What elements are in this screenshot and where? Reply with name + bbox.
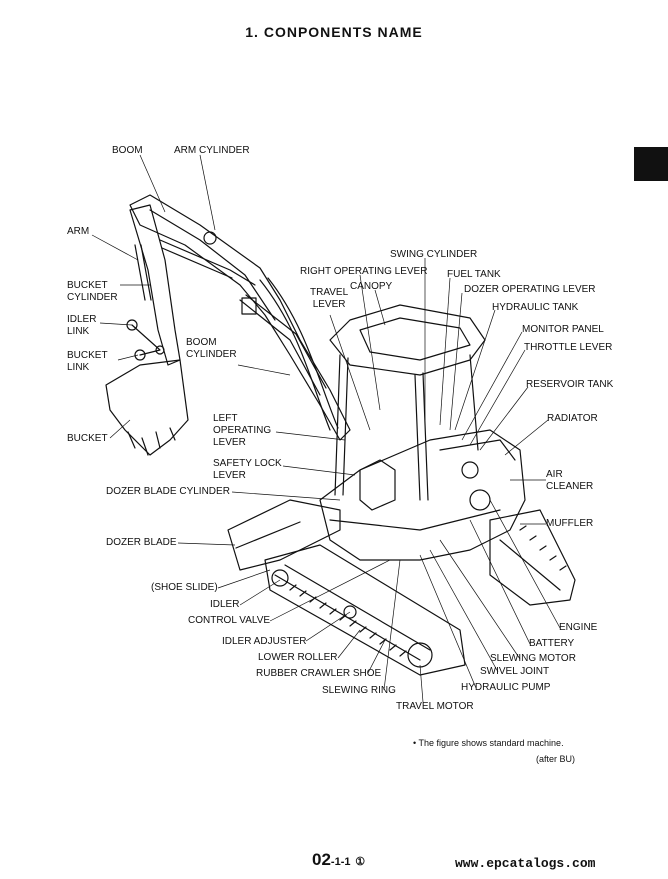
- dozer-blade-shape: [227, 499, 341, 571]
- label-air-cleaner: AIR CLEANER: [546, 469, 594, 492]
- page-revision: ①: [355, 856, 366, 868]
- label-boom-cylinder: BOOM CYLINDER: [186, 337, 237, 360]
- page-number: 02-1-1 ①: [312, 850, 365, 870]
- label-canopy: CANOPY: [350, 281, 393, 292]
- label-bucket: BUCKET: [67, 433, 108, 444]
- section-tab-marker: [634, 147, 668, 181]
- label-arm-cylinder: ARM CYLINDER: [174, 145, 250, 156]
- label-left-operating-lever: LEFT OPERATING LEVER: [213, 413, 272, 448]
- canopy-shape: [329, 304, 486, 376]
- label-dozer-blade: DOZER BLADE: [106, 537, 177, 548]
- label-bucket-link: BUCKET LINK: [67, 350, 108, 373]
- label-hydraulic-tank: HYDRAULIC TANK: [492, 302, 579, 313]
- label-radiator: RADIATOR: [547, 413, 598, 424]
- upper-structure: [319, 429, 526, 561]
- label-slewing-motor: SLEWING MOTOR: [490, 653, 576, 664]
- label-arm: ARM: [67, 226, 90, 237]
- label-reservoir-tank: RESERVOIR TANK: [526, 379, 614, 390]
- note-after-bu: (after BU): [536, 754, 576, 764]
- label-dozer-blade-cylinder: DOZER BLADE CYLINDER: [106, 486, 230, 497]
- label-right-operating-lever: RIGHT OPERATING LEVER: [300, 266, 428, 277]
- label-throttle-lever: THROTTLE LEVER: [524, 342, 613, 353]
- label-bucket-cylinder: BUCKET CYLINDER: [67, 280, 118, 303]
- page-number-sub: -1-1: [330, 856, 351, 868]
- right-track: [264, 544, 466, 676]
- page-number-main: 02: [312, 850, 331, 869]
- label-shoe-slide: (SHOE SLIDE): [151, 582, 218, 593]
- boom-shape: [129, 194, 351, 441]
- label-engine: ENGINE: [559, 622, 598, 633]
- label-control-valve: CONTROL VALVE: [188, 615, 271, 626]
- label-boom: BOOM: [112, 145, 143, 156]
- label-lower-roller: LOWER ROLLER: [258, 652, 338, 663]
- label-safety-lock-lever: SAFETY LOCK LEVER: [213, 458, 282, 481]
- label-swivel-joint: SWIVEL JOINT: [480, 666, 550, 677]
- note-standard-machine: • The figure shows standard machine.: [413, 738, 564, 748]
- label-slewing-ring: SLEWING RING: [322, 685, 396, 696]
- page-title: 1. CONPONENTS NAME: [245, 24, 423, 40]
- label-swing-cylinder: SWING CYLINDER: [390, 249, 478, 260]
- left-track: [489, 509, 576, 606]
- label-idler-link: IDLER LINK: [67, 314, 97, 337]
- label-fuel-tank: FUEL TANK: [447, 269, 501, 280]
- label-rubber-crawler-shoe: RUBBER CRAWLER SHOE: [256, 668, 382, 679]
- label-monitor-panel: MONITOR PANEL: [522, 324, 604, 335]
- label-muffler: MUFFLER: [546, 518, 594, 529]
- label-travel-lever: TRAVEL LEVER: [310, 287, 349, 310]
- label-battery: BATTERY: [529, 638, 575, 649]
- label-travel-motor: TRAVEL MOTOR: [396, 701, 474, 712]
- label-hydraulic-pump: HYDRAULIC PUMP: [461, 682, 551, 693]
- watermark-url: www.epcatalogs.com: [455, 856, 596, 871]
- label-idler-adjuster: IDLER ADJUSTER: [222, 636, 307, 647]
- label-idler: IDLER: [210, 599, 240, 610]
- bucket-shape: [105, 359, 189, 456]
- label-dozer-operating-lever: DOZER OPERATING LEVER: [464, 284, 596, 295]
